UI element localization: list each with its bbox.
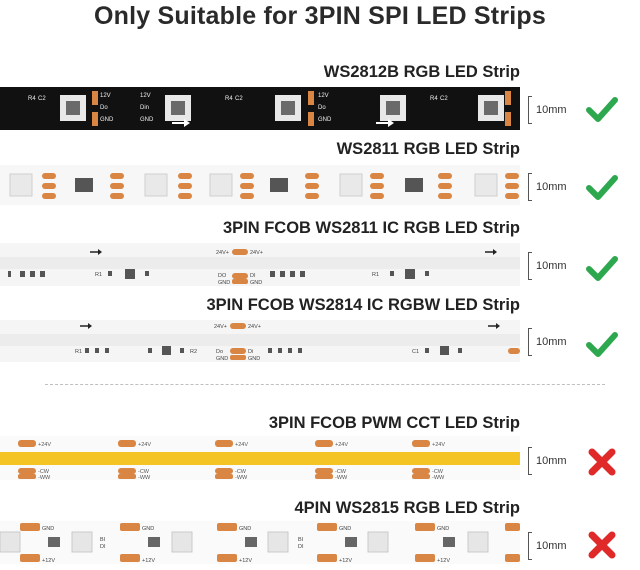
svg-text:Do: Do [100,105,108,111]
svg-text:-CW: -CW [432,469,444,475]
svg-text:GND: GND [437,526,449,532]
svg-text:GND: GND [250,280,262,286]
svg-text:+24V: +24V [335,442,348,448]
svg-text:+12V: +12V [142,558,155,564]
svg-text:Di: Di [248,349,253,355]
width-indicator: 10mm [528,173,576,201]
svg-text:+24V: +24V [38,442,51,448]
svg-text:24V+: 24V+ [214,324,227,330]
svg-text:C2: C2 [38,96,46,102]
svg-text:+24V: +24V [138,442,151,448]
svg-text:GND: GND [140,117,154,123]
svg-text:GND: GND [248,356,260,362]
svg-text:-WW: -WW [38,475,51,480]
svg-text:-CW: -CW [38,469,50,475]
svg-text:R4: R4 [225,96,233,102]
svg-text:R1: R1 [95,272,102,278]
svg-text:GND: GND [42,526,54,532]
strip-image-fcob-ws2811: 24V+ 24V+ DO DI GND GND R1 R1 [0,243,520,286]
svg-text:+12V: +12V [437,558,450,564]
check-icon [586,171,618,203]
svg-text:Do: Do [216,349,223,355]
svg-text:-WW: -WW [235,475,248,480]
svg-text:+12V: +12V [339,558,352,564]
svg-text:-WW: -WW [432,475,445,480]
svg-text:+24V: +24V [235,442,248,448]
strip-image-ws2811 [0,165,520,205]
strip-image-fcob-cct: +24V-CW-WW +24V-CW-WW +24V-CW-WW +24V-CW… [0,436,520,480]
svg-text:GND: GND [239,526,251,532]
strip-image-ws2815: GND+12V GND+12V GND+12V GND+12V GND+12V … [0,521,520,564]
svg-text:C2: C2 [235,96,243,102]
cross-icon [586,446,618,478]
svg-text:Do: Do [318,105,326,111]
svg-text:R1: R1 [75,349,82,355]
strip-label-fcob-cct: 3PIN FCOB PWM CCT LED Strip [268,414,520,432]
svg-text:-CW: -CW [335,469,347,475]
svg-text:R1: R1 [372,272,379,278]
check-icon [586,328,618,360]
svg-text:24V+: 24V+ [216,250,229,256]
svg-text:-CW: -CW [235,469,247,475]
svg-text:24V+: 24V+ [250,250,263,256]
width-indicator: 10mm [528,328,576,356]
svg-text:C2: C2 [440,96,448,102]
width-indicator: 10mm [528,532,576,560]
svg-text:Din: Din [140,105,149,111]
strip-label-fcob-ws2814: 3PIN FCOB WS2814 IC RGBW LED Strip [206,296,520,314]
svg-text:-CW: -CW [138,469,150,475]
svg-text:GND: GND [218,280,230,286]
svg-text:-WW: -WW [138,475,151,480]
page-title: Only Suitable for 3PIN SPI LED Strips [94,2,546,30]
strip-image-fcob-ws2814: 24V+ 24V+ Do Di GND GND R1 R2 C1 [0,320,520,362]
svg-text:+24V: +24V [432,442,445,448]
width-indicator: 10mm [528,96,576,124]
svg-text:+12V: +12V [42,558,55,564]
svg-text:BI: BI [298,537,304,543]
strip-label-ws2811: WS2811 RGB LED Strip [336,140,520,158]
svg-text:GND: GND [142,526,154,532]
svg-text:-WW: -WW [335,475,348,480]
svg-text:12V: 12V [100,93,111,99]
svg-text:+12V: +12V [239,558,252,564]
svg-text:12V: 12V [140,93,151,99]
svg-text:24V+: 24V+ [248,324,261,330]
check-icon [586,252,618,284]
section-divider [45,384,605,385]
cross-icon [586,529,618,561]
strip-label-ws2815: 4PIN WS2815 RGB LED Strip [294,499,520,517]
check-icon [586,93,618,125]
width-indicator: 10mm [528,447,576,475]
svg-text:GND: GND [318,117,332,123]
svg-text:GND: GND [339,526,351,532]
svg-text:R4: R4 [28,96,36,102]
svg-text:DI: DI [298,544,304,550]
svg-text:C1: C1 [412,349,419,355]
svg-text:12V: 12V [318,93,329,99]
svg-text:R4: R4 [430,96,438,102]
svg-text:DO: DO [218,273,227,279]
width-indicator: 10mm [528,252,576,280]
svg-text:GND: GND [216,356,228,362]
svg-text:BI: BI [100,537,106,543]
svg-text:DI: DI [100,544,106,550]
svg-text:DI: DI [250,273,256,279]
strip-label-ws2812b: WS2812B RGB LED Strip [323,63,520,81]
strip-label-fcob-ws2811: 3PIN FCOB WS2811 IC RGB LED Strip [222,219,520,237]
svg-text:GND: GND [100,117,114,123]
svg-text:R2: R2 [190,349,197,355]
